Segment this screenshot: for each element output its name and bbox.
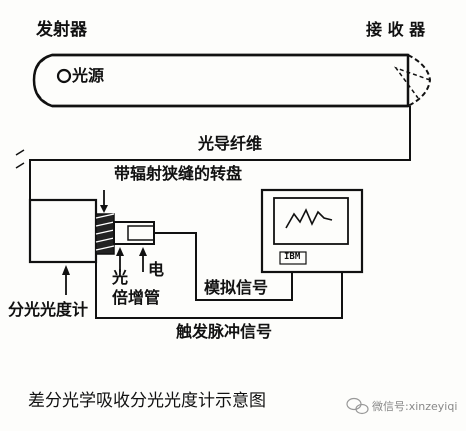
computer-screen	[273, 197, 349, 245]
light-source-label: 光源	[72, 66, 105, 85]
screen-waveform	[285, 208, 333, 229]
figure-caption: 差分光学吸收分光光度计示意图	[28, 391, 266, 411]
wechat-icon	[346, 397, 369, 415]
ibm-label: IBM	[284, 252, 301, 262]
watermark-text: 微信号:xinzeyiqi	[372, 400, 458, 413]
emitter-label: 发射器	[36, 20, 87, 40]
pmt-label-right: 电	[148, 260, 165, 279]
analog-signal-label: 模拟信号	[204, 278, 269, 297]
receiver-label: 接 收 器	[366, 20, 426, 39]
spectrophotometer-box	[28, 198, 98, 264]
emitter-end-cap	[32, 54, 53, 107]
optical-fiber	[29, 106, 411, 200]
light-source-circle	[56, 68, 72, 84]
analog-signal-wire	[154, 232, 293, 301]
pmt-label-bottom: 倍增管	[112, 288, 161, 307]
fiber-label: 光导纤维	[198, 134, 263, 153]
disk-label: 带辐射狭缝的转盘	[114, 164, 243, 183]
receiver-end-cap	[407, 54, 432, 107]
trigger-signal-label: 触发脉冲信号	[176, 322, 273, 341]
pmt-label-left: 光	[112, 268, 129, 287]
instrument-label: 分光光度计	[8, 300, 89, 319]
trigger-signal-wire	[95, 262, 343, 319]
computer-monitor	[260, 188, 364, 274]
